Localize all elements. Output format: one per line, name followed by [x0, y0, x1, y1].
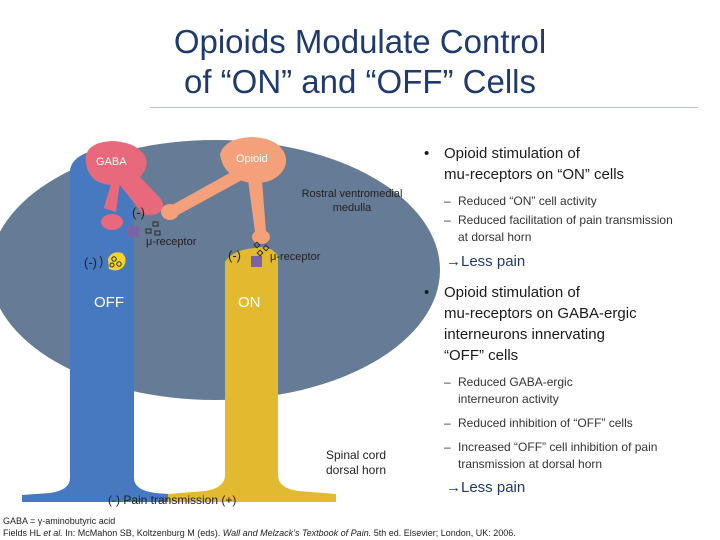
- spinal-cord-line-1: Spinal cord: [325, 448, 387, 462]
- bullet-2-sub-3-line-2: transmission at dorsal horn: [458, 457, 603, 471]
- bullet-2-line-4: “OFF” cells: [444, 347, 519, 364]
- region-label-line-1: Rostral ventromedial: [301, 188, 403, 200]
- title-divider: [150, 107, 698, 108]
- opioid-label: Opioid: [236, 153, 268, 165]
- bullet-1-line-1: Opioid stimulation of: [444, 145, 580, 162]
- bullet-1-sub-2-line-1: Reduced facilitation of pain transmissio…: [458, 213, 673, 227]
- bullet-1-sub-1: – Reduced “ON” cell activity: [444, 193, 718, 210]
- opioid-axon-to-on: [248, 180, 266, 232]
- bullet-2-line-2: mu-receptors on GABA-ergic: [444, 305, 637, 322]
- bullet-2-symbol: •: [424, 284, 430, 301]
- region-label: Rostral ventromedial medulla: [282, 187, 422, 215]
- opioid-axon-to-gaba: [172, 170, 242, 215]
- title-line-1: Opioids Modulate Control: [173, 23, 547, 60]
- bullet-2-line-1: Opioid stimulation of: [444, 284, 580, 301]
- bullet-2-sub-2: – Reduced inhibition of “OFF” cells: [444, 415, 718, 432]
- bullet-2-sub-2-text: Reduced inhibition of “OFF” cells: [458, 416, 633, 430]
- citation-mid: In: McMahon SB, Koltzenburg M (eds).: [62, 528, 223, 538]
- opioid-neuron: [220, 137, 287, 183]
- gaba-release-arc: [99, 255, 103, 269]
- bullet-2-sub-1: – Reduced GABA-ergic interneuron activit…: [444, 374, 718, 408]
- bullet-2: • Opioid stimulation of mu-receptors on …: [424, 282, 716, 366]
- off-cell: [22, 144, 182, 502]
- opioid-molecules-left: [145, 221, 161, 236]
- bullet-1-sub-2: – Reduced facilitation of pain transmiss…: [444, 212, 718, 246]
- bullet-1-sub-1-text: Reduced “ON” cell activity: [458, 194, 597, 208]
- bullet-1-sub-2-line-2: at dorsal horn: [458, 230, 532, 244]
- bullet-1-result: →Less pain: [446, 253, 525, 270]
- sub-symbol: –: [444, 440, 451, 454]
- bullet-1-result-text: Less pain: [461, 253, 526, 270]
- bullet-2-sub-3-line-1: Increased “OFF” cell inhibition of pain: [458, 440, 658, 454]
- bullet-2-line-3: interneurons innervating: [444, 326, 605, 343]
- sub-symbol: –: [444, 213, 451, 227]
- spinal-cord-line-2: dorsal horn: [325, 463, 387, 477]
- inhibit-off-label: (-): [84, 255, 97, 270]
- citation-prefix: Fields HL: [3, 528, 44, 538]
- bullet-1: • Opioid stimulation of mu-receptors on …: [424, 143, 716, 185]
- slide-title: Opioids Modulate Control of “ON” and “OF…: [0, 22, 720, 102]
- inhibit-on-label: (-): [228, 248, 241, 263]
- sub-symbol: –: [444, 375, 451, 389]
- footnote-abbreviation: GABA = γ-aminobutyric acid: [3, 516, 116, 526]
- gaba-synapse-on-off: [108, 252, 126, 271]
- sub-symbol: –: [444, 416, 451, 430]
- footnote-citation: Fields HL et al. In: McMahon SB, Koltzen…: [3, 528, 516, 539]
- bullet-2-sub-1-line-2: interneuron activity: [458, 392, 559, 406]
- mu-receptor-gaba: [128, 226, 139, 237]
- opioid-terminal-right: [252, 230, 270, 244]
- pain-transmission-label: (-) Pain transmission (+): [108, 493, 237, 507]
- bullet-2-sub-3: – Increased “OFF” cell inhibition of pai…: [444, 439, 718, 473]
- bullet-2-result-text: Less pain: [461, 479, 526, 496]
- bullet-1-line-2: mu-receptors on “ON” cells: [444, 166, 625, 183]
- opioid-terminal-left: [161, 204, 179, 220]
- gaba-label: GABA: [96, 156, 127, 168]
- arrow-icon: →: [446, 479, 461, 496]
- mu-receptor-left-label: μ-receptor: [146, 236, 197, 248]
- off-cell-label: OFF: [94, 294, 124, 311]
- sub-symbol: –: [444, 194, 451, 208]
- opioid-molecules-right: [253, 241, 270, 257]
- gaba-interneuron: [85, 141, 163, 216]
- mu-receptor-on: [251, 256, 262, 267]
- on-cell: [168, 247, 336, 502]
- region-label-line-2: medulla: [332, 202, 372, 214]
- bullet-1-symbol: •: [424, 145, 430, 162]
- citation-suffix: 5th ed. Elsevier; London, UK: 2006.: [371, 528, 516, 538]
- mu-receptor-right-label: μ-receptor: [270, 251, 321, 263]
- inhibit-gaba-label: (-): [132, 205, 145, 220]
- gaba-axon: [104, 180, 120, 212]
- title-line-2: of “ON” and “OFF” Cells: [183, 63, 537, 100]
- on-cell-label: ON: [238, 294, 261, 311]
- citation-book: Wall and Melzack’s Textbook of Pain.: [222, 528, 372, 538]
- spinal-cord-label: Spinal cord dorsal horn: [306, 448, 406, 478]
- citation-etal: et al.: [43, 528, 63, 538]
- arrow-icon: →: [446, 253, 461, 270]
- bullet-2-sub-1-line-1: Reduced GABA-ergic: [458, 375, 573, 389]
- gaba-terminal: [101, 214, 123, 230]
- bullet-2-result: →Less pain: [446, 479, 525, 496]
- gaba-vesicles: [109, 256, 122, 268]
